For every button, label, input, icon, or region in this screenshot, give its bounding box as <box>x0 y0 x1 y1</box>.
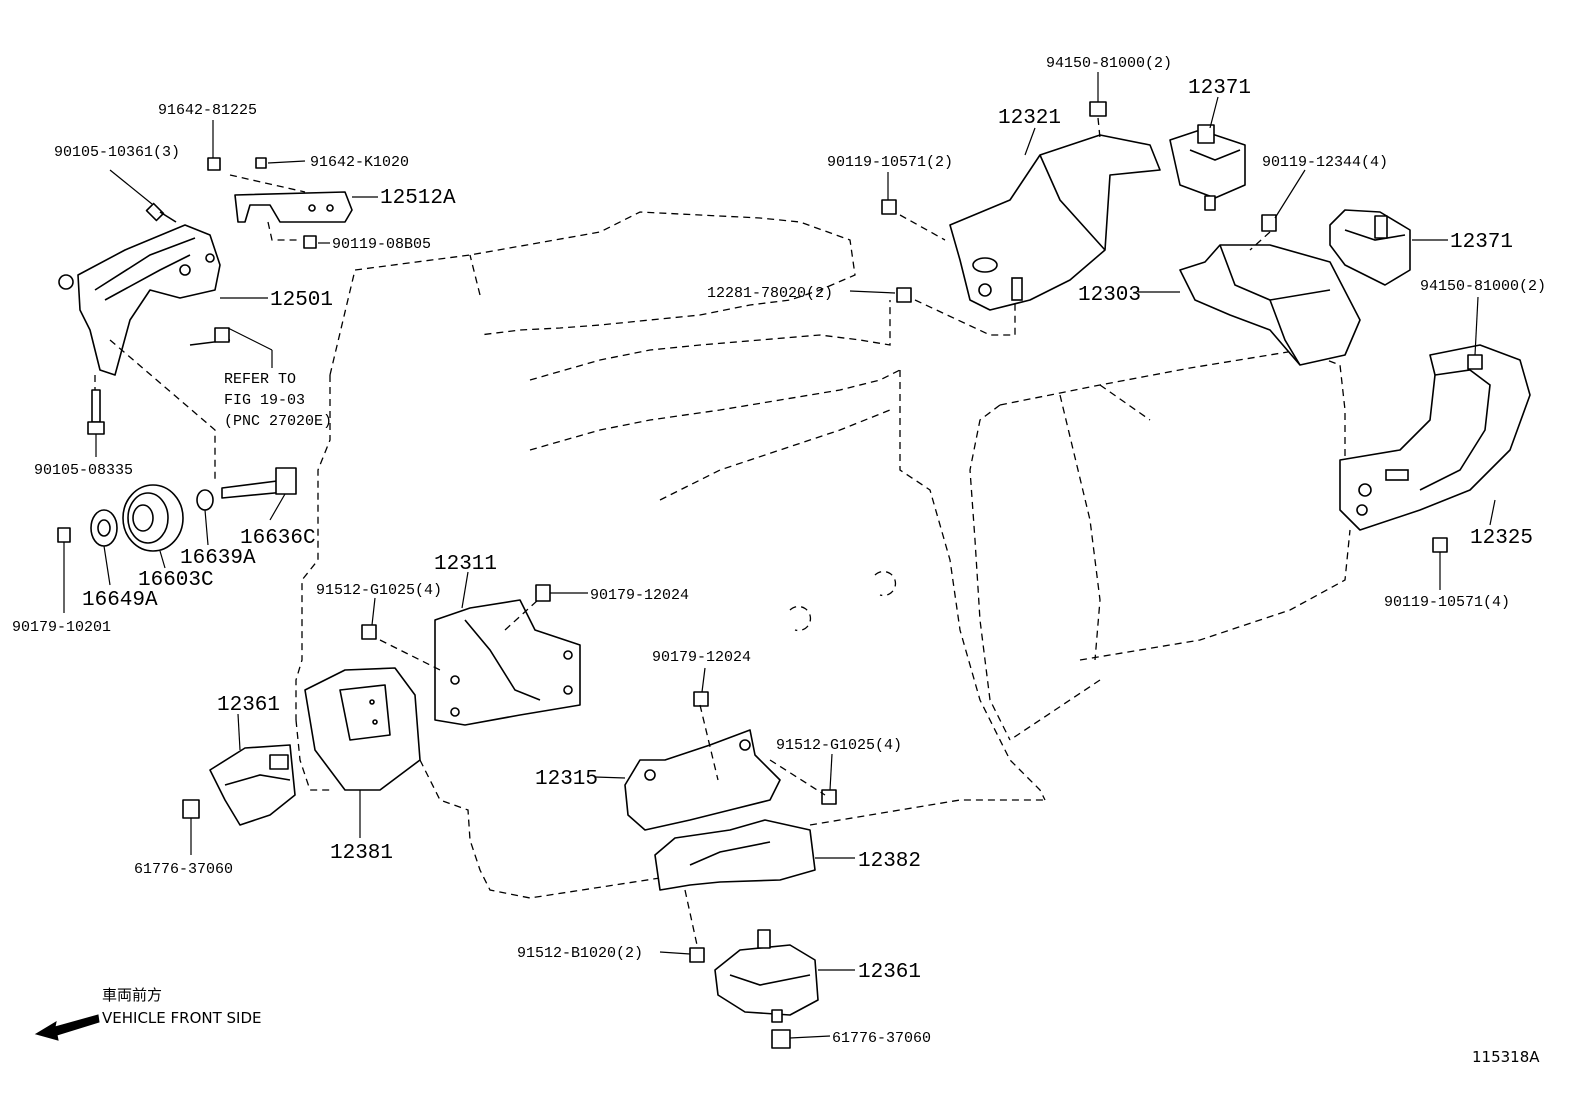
label-12501: 12501 <box>270 289 333 312</box>
part-12371-mount-top <box>1169 124 1246 211</box>
part-12501-bracket <box>58 224 221 376</box>
label-12281-78020: 12281-78020(2) <box>707 285 833 302</box>
label-16649A: 16649A <box>82 589 158 612</box>
label-12512A: 12512A <box>380 187 456 210</box>
refer-note-line1: REFER TO <box>224 371 296 388</box>
label-16639A: 16639A <box>180 547 256 570</box>
engine-outline <box>295 211 1351 899</box>
label-90179-10201: 90179-10201 <box>12 619 111 636</box>
part-12371-mount-right <box>1261 209 1411 286</box>
label-91512-G1025-right: 91512-G1025(4) <box>776 737 902 754</box>
part-12321-bracket <box>881 101 1161 311</box>
refer-note-line3: (PNC 27020E) <box>224 413 332 430</box>
label-16636C: 16636C <box>240 527 316 550</box>
label-61776-37060-left: 61776-37060 <box>134 861 233 878</box>
bolts-upper-left <box>87 157 317 435</box>
label-12325: 12325 <box>1470 527 1533 550</box>
pulley-group <box>57 467 297 552</box>
part-12315-bracket <box>624 691 837 831</box>
label-90105-08335: 90105-08335 <box>34 462 133 479</box>
label-12315: 12315 <box>535 768 598 791</box>
label-94150-81000-top: 94150-81000(2) <box>1046 55 1172 72</box>
vehicle-front-indicator: 車両前方 VEHICLE FRONT SIDE <box>34 986 262 1041</box>
label-94150-81000-right: 94150-81000(2) <box>1420 278 1546 295</box>
part-12303-crossmember <box>1179 244 1361 366</box>
label-12321: 12321 <box>998 107 1061 130</box>
vehicle-front-english: VEHICLE FRONT SIDE <box>102 1009 262 1027</box>
label-90119-12344: 90119-12344(4) <box>1262 154 1388 171</box>
vehicle-front-japanese: 車両前方 <box>102 986 162 1004</box>
part-12361-mount-left <box>182 744 296 826</box>
label-90179-12024-a: 90179-12024 <box>590 587 689 604</box>
part-12361-mount-bottom <box>689 929 819 1049</box>
label-91642-K1020: 91642-K1020 <box>310 154 409 171</box>
part-12382-bracket <box>654 819 816 891</box>
label-12382: 12382 <box>858 850 921 873</box>
label-12361-bottom: 12361 <box>858 961 921 984</box>
refer-note-line2: FIG 19-03 <box>224 392 305 409</box>
part-12325-bracket <box>1339 344 1531 553</box>
label-12381: 12381 <box>330 842 393 865</box>
part-12311-bracket <box>361 584 581 726</box>
leader-lines <box>63 72 1496 1039</box>
label-12303: 12303 <box>1078 284 1141 307</box>
assembly-lines <box>94 117 1271 946</box>
label-90105-10361: 90105-10361(3) <box>54 144 180 161</box>
label-12311: 12311 <box>434 553 497 576</box>
label-16603C: 16603C <box>138 569 214 592</box>
label-12371-top: 12371 <box>1188 77 1251 100</box>
front-arrow-icon <box>34 1014 100 1041</box>
label-90119-08B05: 90119-08B05 <box>332 236 431 253</box>
label-90119-10571-4: 90119-10571(4) <box>1384 594 1510 611</box>
part-12381-bracket <box>304 667 421 791</box>
part-number-labels: 91642-81225 90105-10361(3) 91642-K1020 1… <box>12 55 1546 1047</box>
label-90119-10571-2: 90119-10571(2) <box>827 154 953 171</box>
label-61776-37060-bottom: 61776-37060 <box>832 1030 931 1047</box>
figure-code: 115318A <box>1472 1048 1540 1066</box>
part-12512A-bracket <box>234 191 353 223</box>
label-90179-12024-b: 90179-12024 <box>652 649 751 666</box>
label-91512-G1025-left: 91512-G1025(4) <box>316 582 442 599</box>
label-12361-left: 12361 <box>217 694 280 717</box>
label-12371-right: 12371 <box>1450 231 1513 254</box>
label-91512-B1020: 91512-B1020(2) <box>517 945 643 962</box>
label-91642-81225: 91642-81225 <box>158 102 257 119</box>
